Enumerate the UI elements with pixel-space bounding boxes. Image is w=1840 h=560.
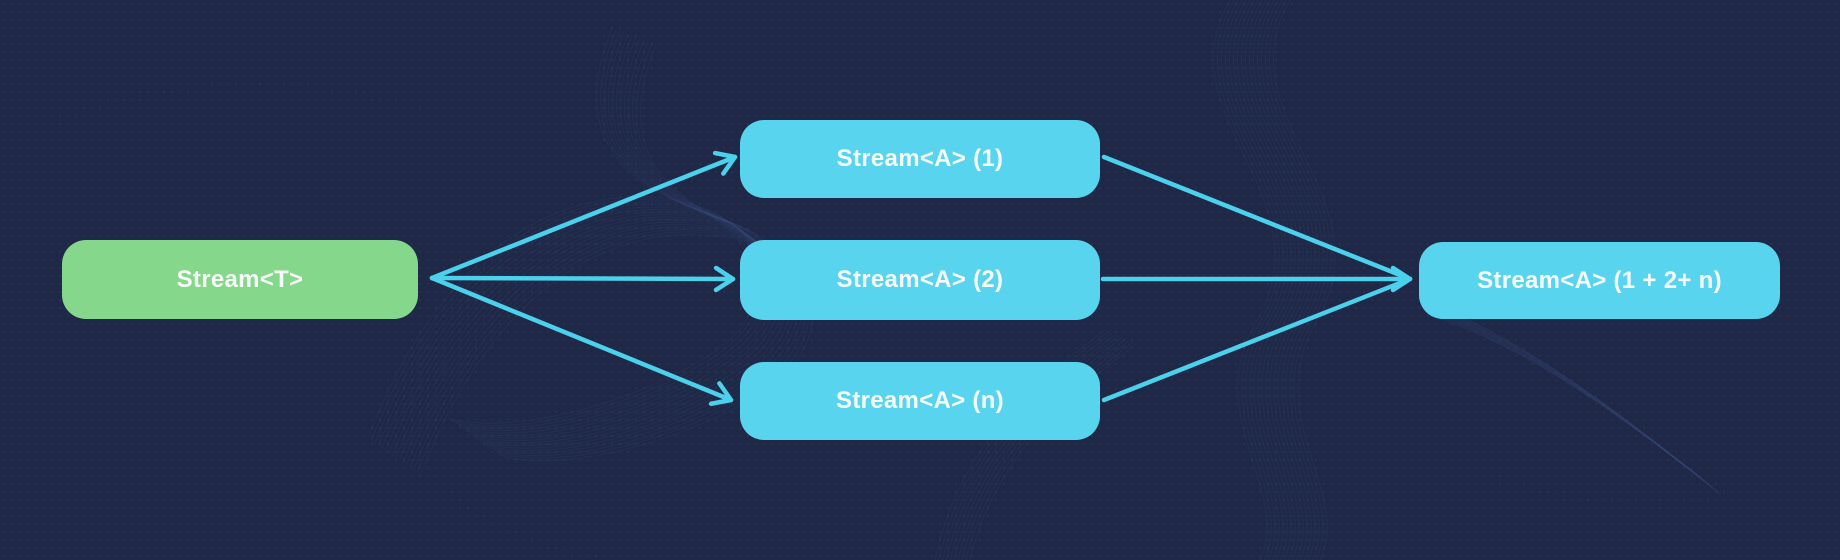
arrow-fanout-2 xyxy=(429,275,736,282)
node-stream-a-2-label: Stream<A> (2) xyxy=(836,266,1004,293)
arrow-fanout-3 xyxy=(429,275,734,403)
node-stream-a-1: Stream<A> (1) xyxy=(740,120,1100,198)
node-stream-a-1-label: Stream<A> (1) xyxy=(836,145,1004,172)
arrowhead xyxy=(1390,265,1413,293)
arrowhead xyxy=(708,381,734,407)
arrow-fanout-1 xyxy=(429,154,738,281)
arrow-fanin-3 xyxy=(1101,276,1413,403)
node-stream-t-label: Stream<T> xyxy=(176,265,304,293)
arrowhead xyxy=(713,265,736,293)
node-stream-a-n-label: Stream<A> (n) xyxy=(836,387,1004,414)
node-stream-a-n: Stream<A> (n) xyxy=(740,362,1100,440)
node-stream-a-merged: Stream<A> (1 + 2+ n) xyxy=(1419,242,1780,319)
arrowhead xyxy=(712,150,738,176)
node-stream-a-merged-label: Stream<A> (1 + 2+ n) xyxy=(1477,266,1722,294)
node-stream-a-2: Stream<A> (2) xyxy=(740,240,1100,320)
arrow-fanin-1 xyxy=(1101,154,1413,282)
node-stream-t: Stream<T> xyxy=(62,240,418,319)
